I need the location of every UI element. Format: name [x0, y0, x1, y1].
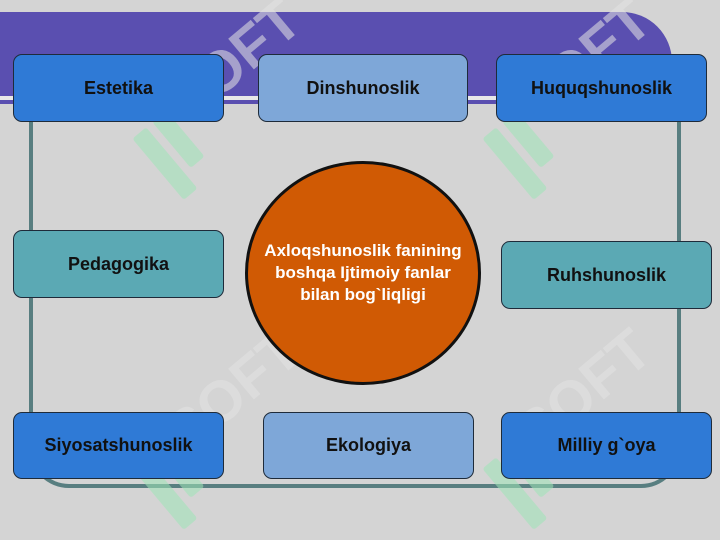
node-milliy-goya: Milliy g`oya — [501, 412, 712, 479]
node-huquqshunoslik: Huquqshunoslik — [496, 54, 707, 122]
node-label: Siyosatshunoslik — [44, 435, 193, 455]
center-topic-label: Axloqshunoslik fanining boshqa Ijtimoiy … — [264, 241, 462, 304]
node-ekologiya: Ekologiya — [263, 412, 474, 479]
node-label: Estetika — [83, 77, 154, 98]
node-label: Pedagogika — [67, 253, 170, 274]
node-ruhshunoslik: Ruhshunoslik — [501, 241, 712, 309]
node-estetika: Estetika — [13, 54, 224, 122]
node-pedagogika: Pedagogika — [13, 230, 224, 298]
node-label: Ekologiya — [325, 435, 412, 455]
node-label: Ruhshunoslik — [546, 264, 666, 285]
node-dinshunoslik: Dinshunoslik — [258, 54, 468, 122]
center-topic-circle: Axloqshunoslik fanining boshqa Ijtimoiy … — [245, 161, 481, 385]
node-label: Dinshunoslik — [306, 77, 420, 98]
node-label: Milliy g`oya — [557, 435, 656, 455]
node-label: Huquqshunoslik — [531, 77, 672, 98]
node-siyosatshunoslik: Siyosatshunoslik — [13, 412, 224, 479]
